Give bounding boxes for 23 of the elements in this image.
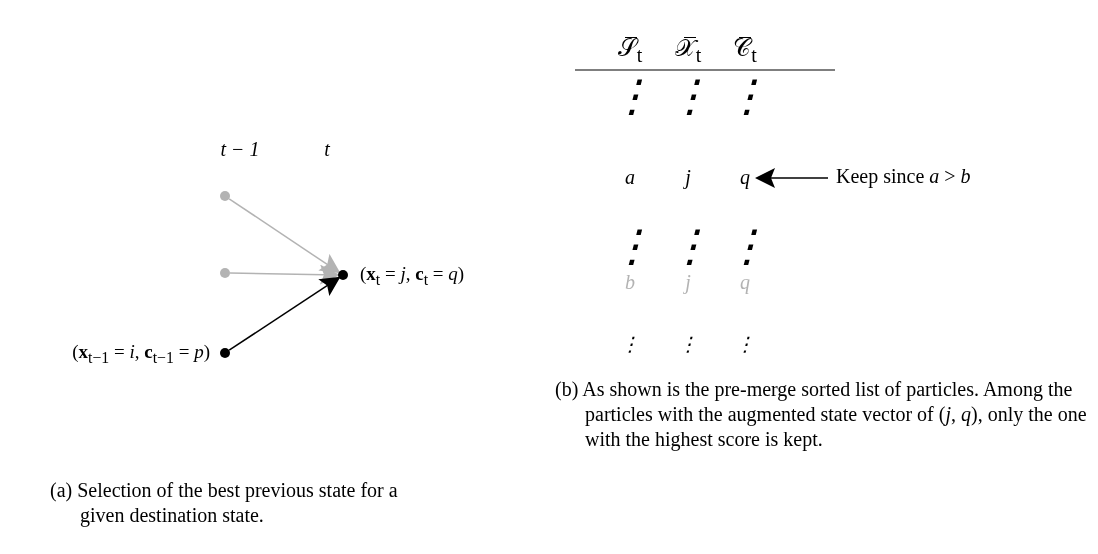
column-header: 𝒳̅$_{t}$ [673,34,703,69]
arrow [228,276,341,351]
annotation-text: Keep since a > b [836,165,1066,188]
arrow [229,264,340,285]
ellipsis: ⋮ [610,71,650,124]
ellipsis: ⋮ [668,71,708,124]
caption: (b) As shown is the pre-merge sorted list of particles. Among the particles with the augmented state vector of (j, q), only the one with the highest score is kept. [555,377,1088,452]
ellipsis: ⋮ [725,71,765,124]
math-label: (x$_{t}$ = j, c$_{t}$ = q) [360,263,465,289]
arrow [755,168,829,188]
ellipsis: ⋮ [619,332,641,356]
ellipsis: ⋮ [677,332,699,356]
ellipsis: ⋮ [734,332,756,356]
table-cell: q [737,166,753,189]
column-header: 𝒮̅$_{t}$ [616,34,644,69]
axis-label: t [323,138,331,161]
table-cell-text: a [624,165,636,189]
column-header: 𝒞̅$_{t}$ [732,34,758,69]
caption: (a) Selection of the best previous state for a given destination state. [50,478,399,528]
arrow [228,198,341,274]
math-label: (x$_{t−1}$ = i, c$_{t−1}$ = p) [72,341,210,367]
table-cell-text: j [682,165,692,189]
axis-label: t − 1 [220,138,260,161]
